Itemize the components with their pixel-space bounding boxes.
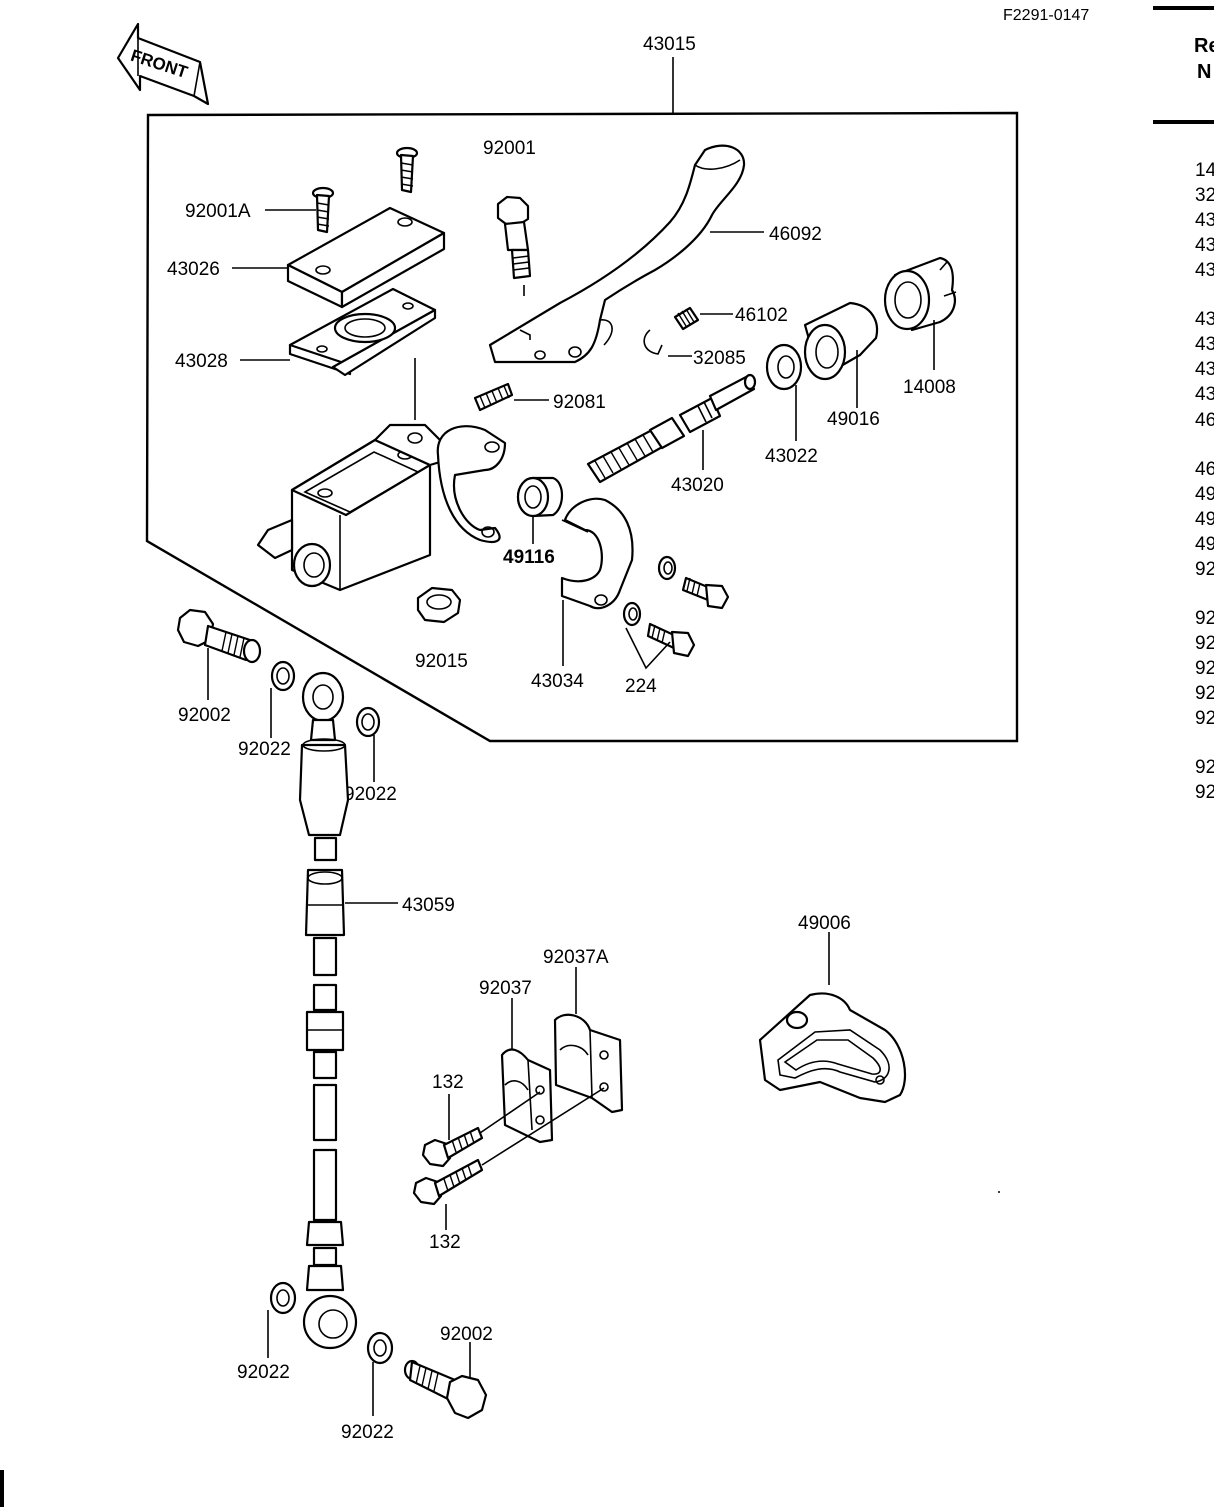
cup-seal-49116	[516, 476, 564, 518]
label-43022: 43022	[765, 446, 818, 467]
ref-number: 43	[1195, 359, 1214, 380]
ref-header-2: N	[1197, 61, 1211, 83]
label-132-top: 132	[432, 1072, 464, 1093]
washer-92022-a	[270, 660, 296, 692]
ref-number: 49	[1195, 484, 1214, 505]
ref-number: 92	[1195, 608, 1214, 629]
ref-number: 43	[1195, 210, 1214, 231]
ref-number: 14	[1195, 160, 1214, 181]
ref-number: 46	[1195, 459, 1214, 480]
master-cylinder-body	[256, 423, 507, 592]
ref-number: 92	[1195, 708, 1214, 729]
reference-column: Re N 14 32 43 43 43 43 43 43 43 46 46 49 49 49 92 92 92 9…	[1153, 6, 1214, 803]
ref-number: 92	[1195, 757, 1214, 778]
bolt-132-upper	[421, 1126, 484, 1168]
label-92081: 92081	[553, 392, 606, 413]
label-49006: 49006	[798, 913, 851, 934]
ref-number: 92	[1195, 559, 1214, 580]
pivot-bolt-92001	[496, 195, 532, 280]
clamp-bolt-lower	[622, 601, 696, 658]
ref-number: 92	[1195, 633, 1214, 654]
ref-number: 92	[1195, 658, 1214, 679]
label-92037: 92037	[479, 978, 532, 999]
label-43015: 43015	[643, 34, 696, 55]
spring-92081	[473, 382, 514, 412]
drawing-code: F2291-0147	[1003, 7, 1089, 24]
label-92022-b: 92022	[344, 784, 397, 805]
ref-number-list: 14 32 43 43 43 43 43 43 43 46 46 49 49 49 92 92 92 92 92 92…	[1195, 160, 1214, 803]
label-92001: 92001	[483, 138, 536, 159]
screw-92001A-second	[395, 146, 419, 194]
ref-number: 49	[1195, 534, 1214, 555]
label-92001A: 92001A	[185, 201, 251, 222]
bracket-92037	[500, 1048, 554, 1144]
label-43059: 43059	[402, 895, 455, 916]
label-92022-c: 92022	[237, 1362, 290, 1383]
label-43028: 43028	[175, 351, 228, 372]
page-edge-mark	[0, 1470, 4, 1507]
bracket-92037A	[553, 1013, 624, 1114]
ref-number: 43	[1195, 309, 1214, 330]
ref-number: 43	[1195, 334, 1214, 355]
piston-assembly-43020	[586, 373, 757, 484]
assembly-frame	[145, 111, 1019, 743]
diaphragm-43028	[288, 287, 437, 377]
label-43034: 43034	[531, 671, 584, 692]
cover-14008	[883, 256, 957, 332]
washer-43022	[765, 343, 803, 391]
ref-number: 49	[1195, 509, 1214, 530]
label-46092: 46092	[769, 224, 822, 245]
ref-number: 46	[1195, 410, 1214, 431]
banjo-bolt-92002-bottom	[403, 1359, 488, 1420]
reservoir-cap-43026	[286, 206, 446, 309]
brake-lever-46092	[488, 144, 746, 364]
label-92002-top: 92002	[178, 705, 231, 726]
label-32085: 32085	[693, 348, 746, 369]
bolt-132-lower	[412, 1158, 484, 1206]
label-43026: 43026	[167, 259, 220, 280]
ref-number: 92	[1195, 782, 1214, 803]
ref-number: 43	[1195, 384, 1214, 405]
clamp-43034	[560, 497, 634, 610]
spring-46102	[673, 306, 700, 331]
label-224: 224	[625, 676, 657, 697]
screw-92001A	[311, 186, 335, 234]
ref-number: 32	[1195, 185, 1214, 206]
dust-boot-49016	[803, 301, 879, 381]
brake-hose-43059	[298, 671, 358, 1350]
washer-92022-d	[366, 1331, 394, 1365]
label-92037A: 92037A	[543, 947, 609, 968]
label-92002-bottom: 92002	[440, 1324, 493, 1345]
speck	[998, 1191, 1000, 1193]
banjo-bolt-92002-top	[176, 608, 262, 664]
clip-32085	[643, 329, 663, 355]
label-92022-d: 92022	[341, 1422, 394, 1443]
label-92015: 92015	[415, 651, 468, 672]
label-43020: 43020	[671, 475, 724, 496]
cover-49006	[758, 992, 907, 1104]
clamp-bolt-upper	[657, 555, 730, 610]
label-49116: 49116	[503, 547, 555, 568]
label-14008: 14008	[903, 377, 956, 398]
ref-number: 92	[1195, 683, 1214, 704]
nut-92015	[416, 586, 462, 624]
washer-92022-c	[269, 1281, 297, 1315]
label-92022-a: 92022	[238, 739, 291, 760]
front-arrow-badge: FRONT	[116, 22, 210, 106]
label-46102: 46102	[735, 305, 788, 326]
ref-number: 43	[1195, 235, 1214, 256]
ref-number: 43	[1195, 260, 1214, 281]
washer-92022-b	[355, 706, 381, 738]
label-132-bottom: 132	[429, 1232, 461, 1253]
label-49016: 49016	[827, 409, 880, 430]
ref-header-1: Re	[1194, 35, 1214, 57]
